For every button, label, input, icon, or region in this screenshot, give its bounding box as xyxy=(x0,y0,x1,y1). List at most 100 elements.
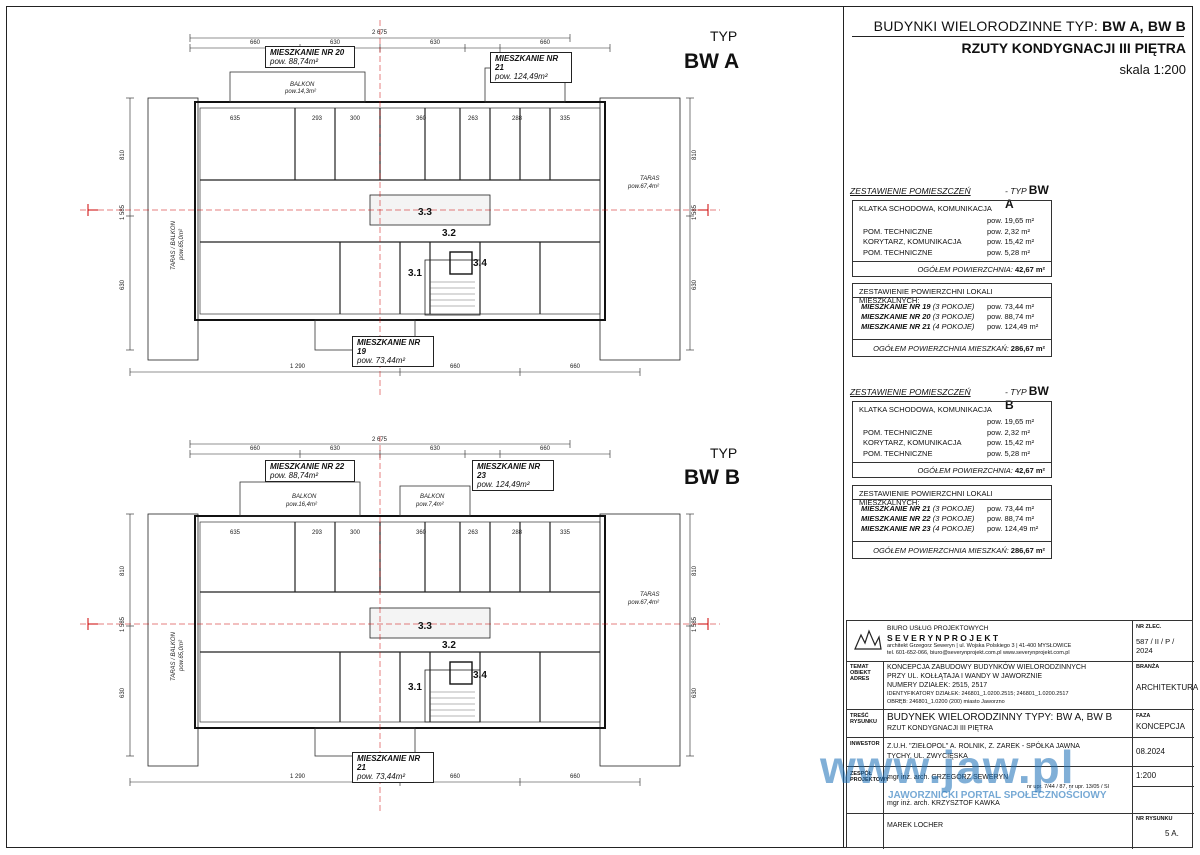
balcony-label: BALKON xyxy=(290,82,315,88)
dim-inner-2: 293 xyxy=(312,530,323,536)
nr-zlec-value: 587 / II / P / 2024 xyxy=(1136,637,1175,655)
dim-side-2: 1 585 xyxy=(120,616,126,632)
dim-inner-3: 300 xyxy=(350,530,361,536)
terrace-right-label: TARAS xyxy=(640,176,660,182)
rooms-total-label: OGÓŁEM POWIERZCHNIA: xyxy=(917,265,1013,274)
flats-total: OGÓŁEM POWIERZCHNIA MIESZKAŃ: 286,67 m² xyxy=(873,546,1045,555)
nr-rys-value: 5 A. xyxy=(1165,829,1179,838)
apartment-label-21: MIESZKANIE NR 21 pow. 124,49m² xyxy=(490,52,572,83)
flat-row: MIESZKANIE NR 21 (4 POKOJE) xyxy=(861,322,974,331)
dim-bottom-1: 1 290 xyxy=(290,364,306,370)
apartment-area: pow. 73,44m² xyxy=(357,772,406,781)
zespol-line1b: nr upr. 7/44 / 87, nr upr. 13/05 / Sl xyxy=(1027,784,1109,790)
temat-line3: NUMERY DZIAŁEK: 2515, 2517 xyxy=(887,682,988,689)
dim-inner-1: 635 xyxy=(230,116,241,122)
floor-plan-bw-a: 660 630 2 675 630 660 1 290 660 660 810 … xyxy=(80,20,720,398)
dim-side-r2: 1 585 xyxy=(692,204,698,220)
sheet-title: BUDYNKI WIELORODZINNE TYP: BW A, BW B xyxy=(874,18,1186,34)
flat-area: pow. 73,44 m² xyxy=(987,302,1035,311)
dim-bottom-3: 660 xyxy=(570,364,581,370)
temat-line4: IDENTYFIKATORY DZIAŁEK: 246801_1.0200.25… xyxy=(887,691,1069,697)
room-name: POM. TECHNICZNE xyxy=(863,449,933,458)
room-name: POM. TECHNICZNE xyxy=(863,248,933,257)
flat-rooms: (3 POKOJE) xyxy=(932,514,975,523)
sheet-title-types: BW A, BW B xyxy=(1102,18,1186,34)
plan-b-typ-name: BW B xyxy=(684,466,740,489)
schedule-b-title: ZESTAWIENIE POMIESZCZEŃ - TYP BW B xyxy=(850,384,1050,412)
floor-plan-bw-b: 660 630 2 675 630 660 1 290 660 660 810 … xyxy=(80,436,720,814)
balcony-area: pow.16,4m² xyxy=(285,502,318,508)
room-area: pow. 15,42 m² xyxy=(987,237,1035,246)
nr-zlec-label: NR ZLEC. xyxy=(1136,624,1162,630)
dim-side-1: 810 xyxy=(120,149,126,160)
nr-rys-label: NR RYSUNKU xyxy=(1136,816,1173,822)
flat-area: pow. 124,49 m² xyxy=(987,322,1039,331)
temat-label: TEMAT OBIEKT ADRES xyxy=(850,664,871,682)
firm-line2: S E V E R Y N P R O J E K T xyxy=(887,633,999,643)
dim-side-2: 1 585 xyxy=(120,204,126,220)
inwestor-line2: TYCHY, UL. ZWYCIĘSKA xyxy=(887,753,968,760)
watermark-logo: www.jaw.pl xyxy=(820,741,1075,793)
flats-head: ZESTAWIENIE POWIERZCHNI LOKALI MIESZKALN… xyxy=(859,489,993,507)
dim-top-2: 630 xyxy=(330,40,341,46)
zespol-line2: mgr inż. arch. KRZYSZTOF KAWKA xyxy=(887,800,1000,807)
apartment-area: pow. 124,49m² xyxy=(495,72,548,81)
sheet-scale: skala 1:200 xyxy=(1119,62,1187,77)
schedule-typ-name: BW A xyxy=(1005,183,1049,211)
flats-total-value: 286,67 m² xyxy=(1010,344,1045,353)
apartment-area: pow. 88,74m² xyxy=(270,57,319,66)
terrace-right-area: pow.67,4m² xyxy=(627,600,660,606)
schedule-typ-name: BW B xyxy=(1005,384,1049,412)
faza-value: KONCEPCJA xyxy=(1136,722,1185,731)
dim-side-3: 630 xyxy=(120,279,126,290)
dim-side-1: 810 xyxy=(120,565,126,576)
dim-top-5: 660 xyxy=(540,446,551,452)
balcony2-label: BALKON xyxy=(420,494,445,500)
room-3-2: 3.2 xyxy=(442,640,456,651)
schedule-a-title: ZESTAWIENIE POMIESZCZEŃ- TYP BW A xyxy=(850,183,1050,211)
room-area: pow. 19,65 m² xyxy=(987,216,1035,225)
temat-line2: PRZY UL. KOŁŁĄTAJA I WANDY W JAWORZNIE xyxy=(887,673,1043,680)
rooms-head: KLATKA SCHODOWA, KOMUNIKACJA xyxy=(859,204,992,213)
dim-inner-5: 263 xyxy=(468,116,479,122)
dim-side-3: 630 xyxy=(120,687,126,698)
dim-inner-7: 335 xyxy=(560,116,571,122)
room-3-1: 3.1 xyxy=(408,268,422,279)
room-name: KORYTARZ, KOMUNIKACJA xyxy=(863,438,962,447)
room-name: KORYTARZ, KOMUNIKACJA xyxy=(863,237,962,246)
dim-top-1: 660 xyxy=(250,40,261,46)
balcony2-area: pow.7,4m² xyxy=(415,502,445,508)
schedule-typ: - TYP BW B xyxy=(1005,384,1050,412)
flat-name: MIESZKANIE NR 23 xyxy=(861,524,931,533)
apartment-name: MIESZKANIE NR 20 xyxy=(270,48,345,57)
schedule-b-flats: ZESTAWIENIE POWIERZCHNI LOKALI MIESZKALN… xyxy=(852,485,1052,559)
schedule-title-text: ZESTAWIENIE POMIESZCZEŃ xyxy=(850,387,971,397)
watermark-subtitle: JAWORZNICKI PORTAL SPOŁECZNOŚCIOWY xyxy=(888,790,1107,801)
apartment-label-19: MIESZKANIE NR 19 pow. 73,44m² xyxy=(352,336,434,367)
flats-total: OGÓŁEM POWIERZCHNIA MIESZKAŃ: 286,67 m² xyxy=(873,344,1045,353)
dim-side-r3: 630 xyxy=(692,279,698,290)
schedule-a-flats: ZESTAWIENIE POWIERZCHNI LOKALI MIESZKALN… xyxy=(852,283,1052,357)
room-3-3: 3.3 xyxy=(418,621,432,632)
flat-area: pow. 88,74 m² xyxy=(987,514,1035,523)
panel-divider xyxy=(843,6,844,848)
room-3-2: 3.2 xyxy=(442,228,456,239)
room-area: pow. 5,28 m² xyxy=(987,248,1030,257)
flat-area: pow. 88,74 m² xyxy=(987,312,1035,321)
dim-inner-2: 293 xyxy=(312,116,323,122)
flat-name: MIESZKANIE NR 19 xyxy=(861,302,931,311)
inwestor-line1: Z.U.H. "ZIEŁOPOL" A. ROLNIK, Z. ZAREK - … xyxy=(887,743,1080,750)
tresc-label: TREŚĆ RYSUNKU xyxy=(850,713,877,725)
schedule-typ-prefix: - TYP xyxy=(1005,387,1027,397)
flat-rooms: (4 POKOJE) xyxy=(932,322,975,331)
tresc-line2: RZUT KONDYGNACJI III PIĘTRA xyxy=(887,725,994,732)
flat-area: pow. 124,49 m² xyxy=(987,524,1039,533)
room-3-4: 3.4 xyxy=(473,670,487,681)
sheet-subtitle: RZUTY KONDYGNACJI III PIĘTRA xyxy=(961,40,1186,56)
apartment-label-22: MIESZKANIE NR 22 pow. 88,74m² xyxy=(265,460,355,482)
plan-a-typ-name: BW A xyxy=(684,50,740,73)
dim-side-r1: 810 xyxy=(692,565,698,576)
schedule-b-rooms: KLATKA SCHODOWA, KOMUNIKACJA pow. 19,65 … xyxy=(852,401,1052,478)
flat-row: MIESZKANIE NR 23 (4 POKOJE) xyxy=(861,524,974,533)
scale-value: 1:200 xyxy=(1136,771,1157,780)
